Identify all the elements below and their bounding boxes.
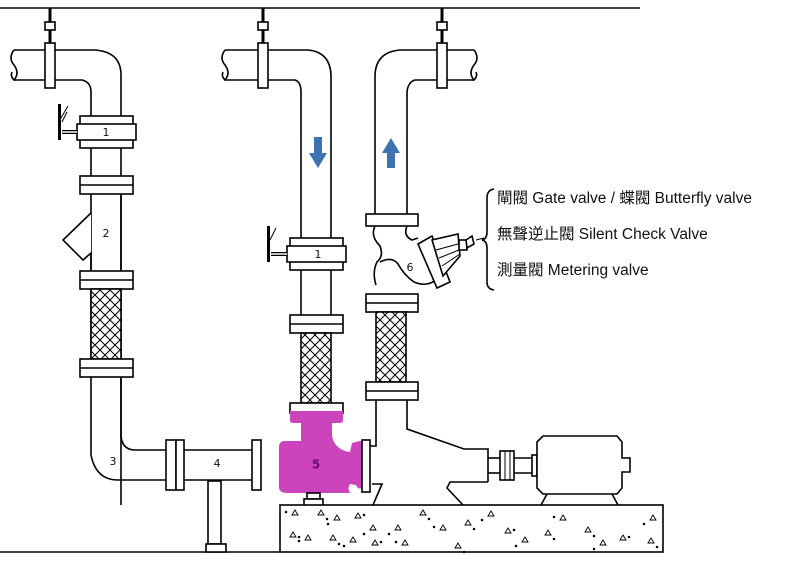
label-gate-valve-left: 1 xyxy=(103,126,110,139)
aggregate-mark xyxy=(394,524,402,531)
aggregate-mark xyxy=(559,514,567,521)
aggregate-dot xyxy=(592,534,596,538)
aggregate-dot xyxy=(655,545,659,549)
aggregate-mark xyxy=(521,536,529,543)
aggregate-dot xyxy=(462,550,466,554)
aggregate-mark xyxy=(329,534,337,541)
label-tee: 4 xyxy=(214,457,221,470)
concrete-foundation xyxy=(279,504,664,554)
legend-item-metering: 測量閥 Metering valve xyxy=(497,262,649,279)
aggregate-dot xyxy=(387,532,391,536)
aggregate-mark xyxy=(419,509,427,516)
left-pipe-run xyxy=(10,8,122,505)
aggregate-mark xyxy=(317,509,325,516)
aggregate-dot xyxy=(284,510,288,514)
aggregate-dot xyxy=(627,535,631,539)
label-elbow: 3 xyxy=(110,455,117,468)
aggregate-dot xyxy=(297,535,301,539)
aggregate-dot xyxy=(552,537,556,541)
aggregate-mark xyxy=(354,512,362,519)
aggregate-dot xyxy=(394,540,398,544)
aggregate-mark xyxy=(599,539,607,546)
aggregate-dot xyxy=(480,518,484,522)
middle-pipe-run xyxy=(221,8,332,315)
silent-check-valve: 6 xyxy=(372,225,485,290)
aggregate-mark xyxy=(584,526,592,533)
valve-legend: 閘閥 Gate valve / 蝶閥 Butterfly valve 無聲逆止閥… xyxy=(497,186,752,294)
flexible-joint-right xyxy=(375,311,407,383)
gate-valve-left: 1 xyxy=(58,104,137,149)
pump: 5 xyxy=(279,411,371,507)
suction-flow-arrow xyxy=(309,137,327,168)
aggregate-dot xyxy=(514,544,518,548)
aggregate-dot xyxy=(552,515,556,519)
flange xyxy=(365,213,419,227)
aggregate-dot xyxy=(326,522,330,526)
aggregate-dot xyxy=(337,542,341,546)
gate-valve-middle: 1 xyxy=(267,226,347,271)
aggregate-dot xyxy=(379,540,383,544)
aggregate-mark xyxy=(304,534,312,541)
aggregate-mark xyxy=(289,531,297,538)
legend-brace xyxy=(481,188,495,291)
label-pump: 5 xyxy=(312,458,320,472)
coupling xyxy=(488,450,538,481)
aggregate-dot xyxy=(325,517,329,521)
aggregate-dot xyxy=(512,528,516,532)
aggregate-mark xyxy=(369,524,377,531)
aggregate-dot xyxy=(362,513,366,517)
aggregate-mark xyxy=(647,537,655,544)
elbow: 3 xyxy=(90,377,166,481)
aggregate-dot xyxy=(472,527,476,531)
pump-casing xyxy=(279,411,362,493)
aggregate-mark xyxy=(439,524,447,531)
aggregate-mark xyxy=(454,542,462,549)
tee-fitting: 4 xyxy=(165,439,262,553)
discharge-pipe-run xyxy=(374,8,478,216)
aggregate-mark xyxy=(291,509,299,516)
aggregate-mark xyxy=(649,514,657,521)
discharge-flow-arrow xyxy=(382,138,400,168)
legend-item-gate-butterfly: 閘閥 Gate valve / 蝶閥 Butterfly valve xyxy=(497,190,752,207)
aggregate-dot xyxy=(297,539,301,543)
flexible-joint-middle xyxy=(300,332,332,404)
aggregate-dot xyxy=(642,522,646,526)
aggregate-mark xyxy=(504,527,512,534)
aggregate-mark xyxy=(401,539,409,546)
aggregate-mark xyxy=(544,529,552,536)
aggregate-mark xyxy=(487,510,495,517)
label-strainer: 2 xyxy=(103,227,110,240)
aggregate-dot xyxy=(432,525,436,529)
aggregate-mark xyxy=(371,539,379,546)
y-strainer: 2 xyxy=(61,195,122,271)
legend-item-silent-check: 無聲逆止閥 Silent Check Valve xyxy=(497,226,708,243)
aggregate-mark xyxy=(619,534,627,541)
electric-motor xyxy=(536,435,631,506)
aggregate-dot xyxy=(427,517,431,521)
pump-frame xyxy=(370,400,489,506)
aggregate-mark xyxy=(349,536,357,543)
aggregate-dot xyxy=(592,547,596,551)
aggregate-dot xyxy=(342,544,346,548)
label-check-valve: 6 xyxy=(407,261,414,274)
aggregate-mark xyxy=(333,514,341,521)
aggregate-dot xyxy=(362,532,366,536)
flexible-joint-left xyxy=(90,288,122,360)
label-gate-valve-middle: 1 xyxy=(315,248,322,261)
aggregate-mark xyxy=(464,519,472,526)
